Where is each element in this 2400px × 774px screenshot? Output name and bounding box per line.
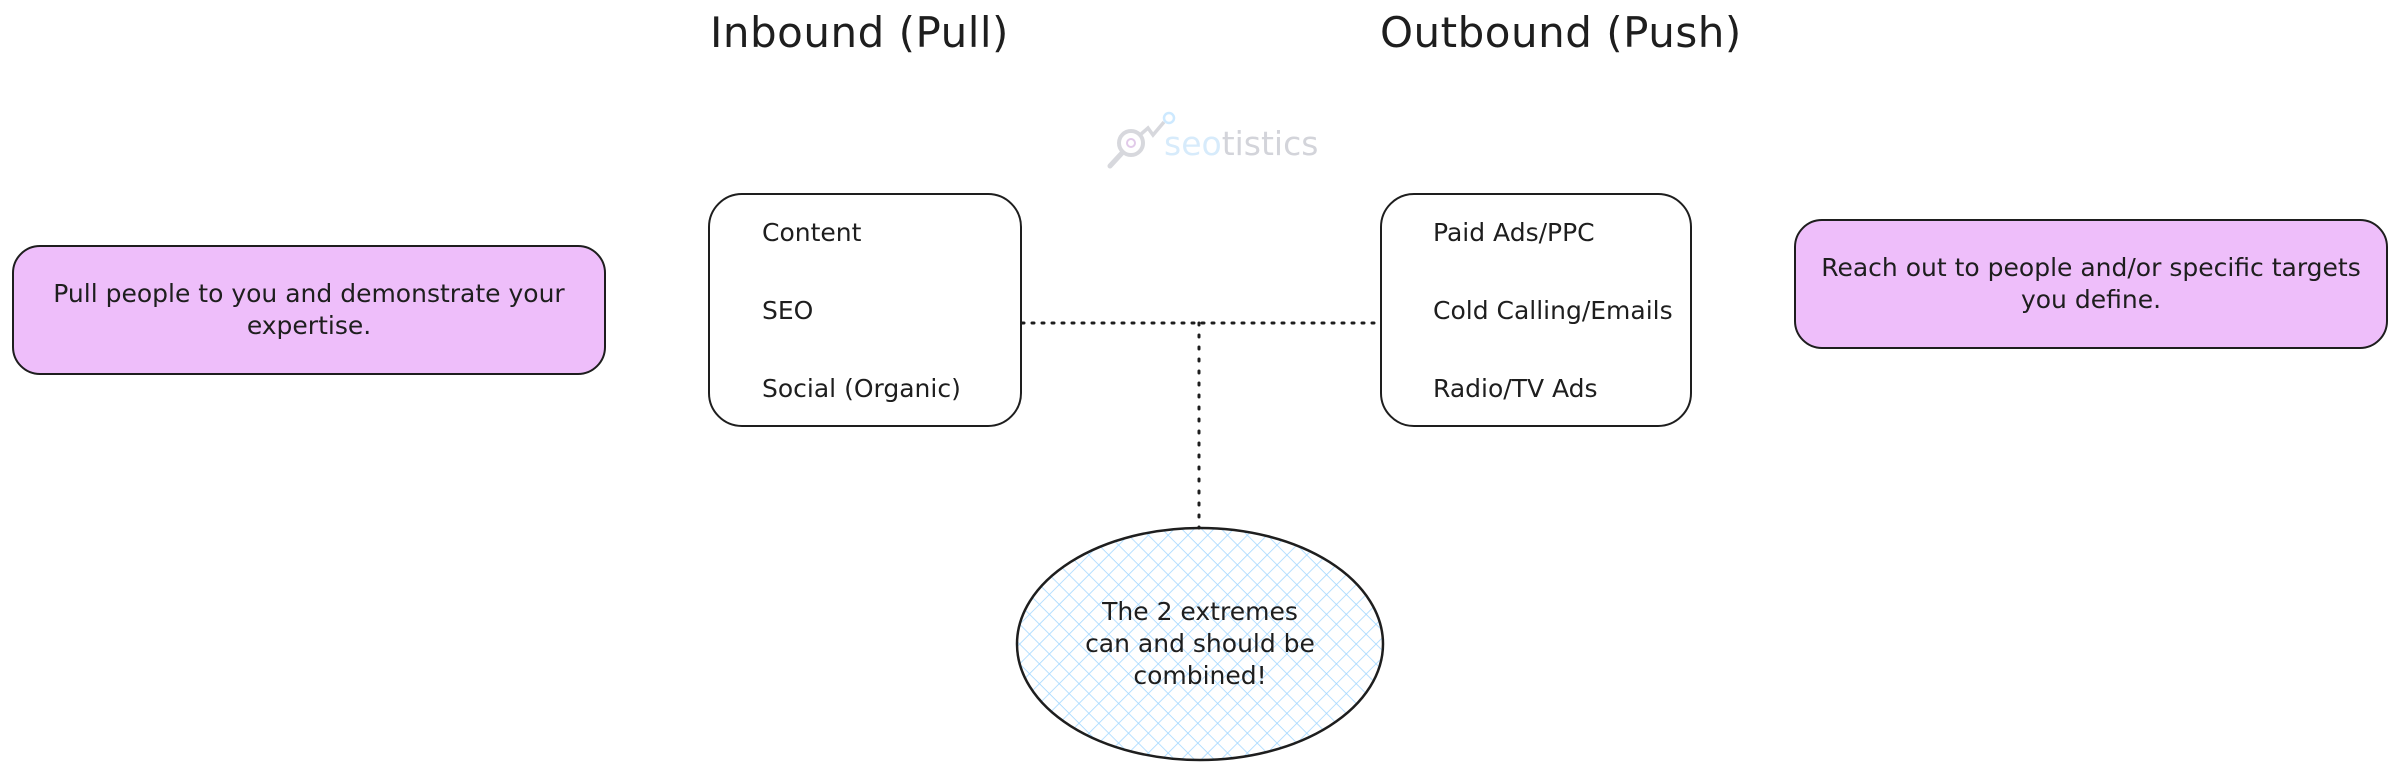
watermark-seo: seo [1164,124,1222,163]
combine-line: combined! [1133,661,1267,690]
magnifier-chart-icon [1107,111,1176,169]
outbound-item: Paid Ads/PPC [1433,218,1595,247]
outbound-box [1380,193,1692,427]
outbound-heading: Outbound (Push) [1380,8,1742,57]
outbound-note: Reach out to people and/or specific targ… [1794,219,2388,349]
combine-text: The 2 extremes can and should be combine… [1050,596,1350,692]
inbound-note-text: Pull people to you and demonstrate your … [53,279,565,340]
watermark-tistics: tistics [1221,124,1319,163]
combine-ellipse [1015,526,1385,762]
outbound-item: Radio/TV Ads [1433,374,1598,403]
inbound-heading: Inbound (Pull) [710,8,1009,57]
combine-line: can and should be [1085,629,1315,658]
inbound-box [708,193,1022,427]
outbound-note-text: Reach out to people and/or specific targ… [1821,253,2361,314]
inbound-item: Social (Organic) [762,374,961,403]
watermark-logo: seotistics [1164,124,1318,163]
inbound-item: SEO [762,296,814,325]
inbound-item: Content [762,218,862,247]
outbound-item: Cold Calling/Emails [1433,296,1673,325]
combine-line: The 2 extremes [1102,597,1298,626]
inbound-note: Pull people to you and demonstrate your … [12,245,606,375]
